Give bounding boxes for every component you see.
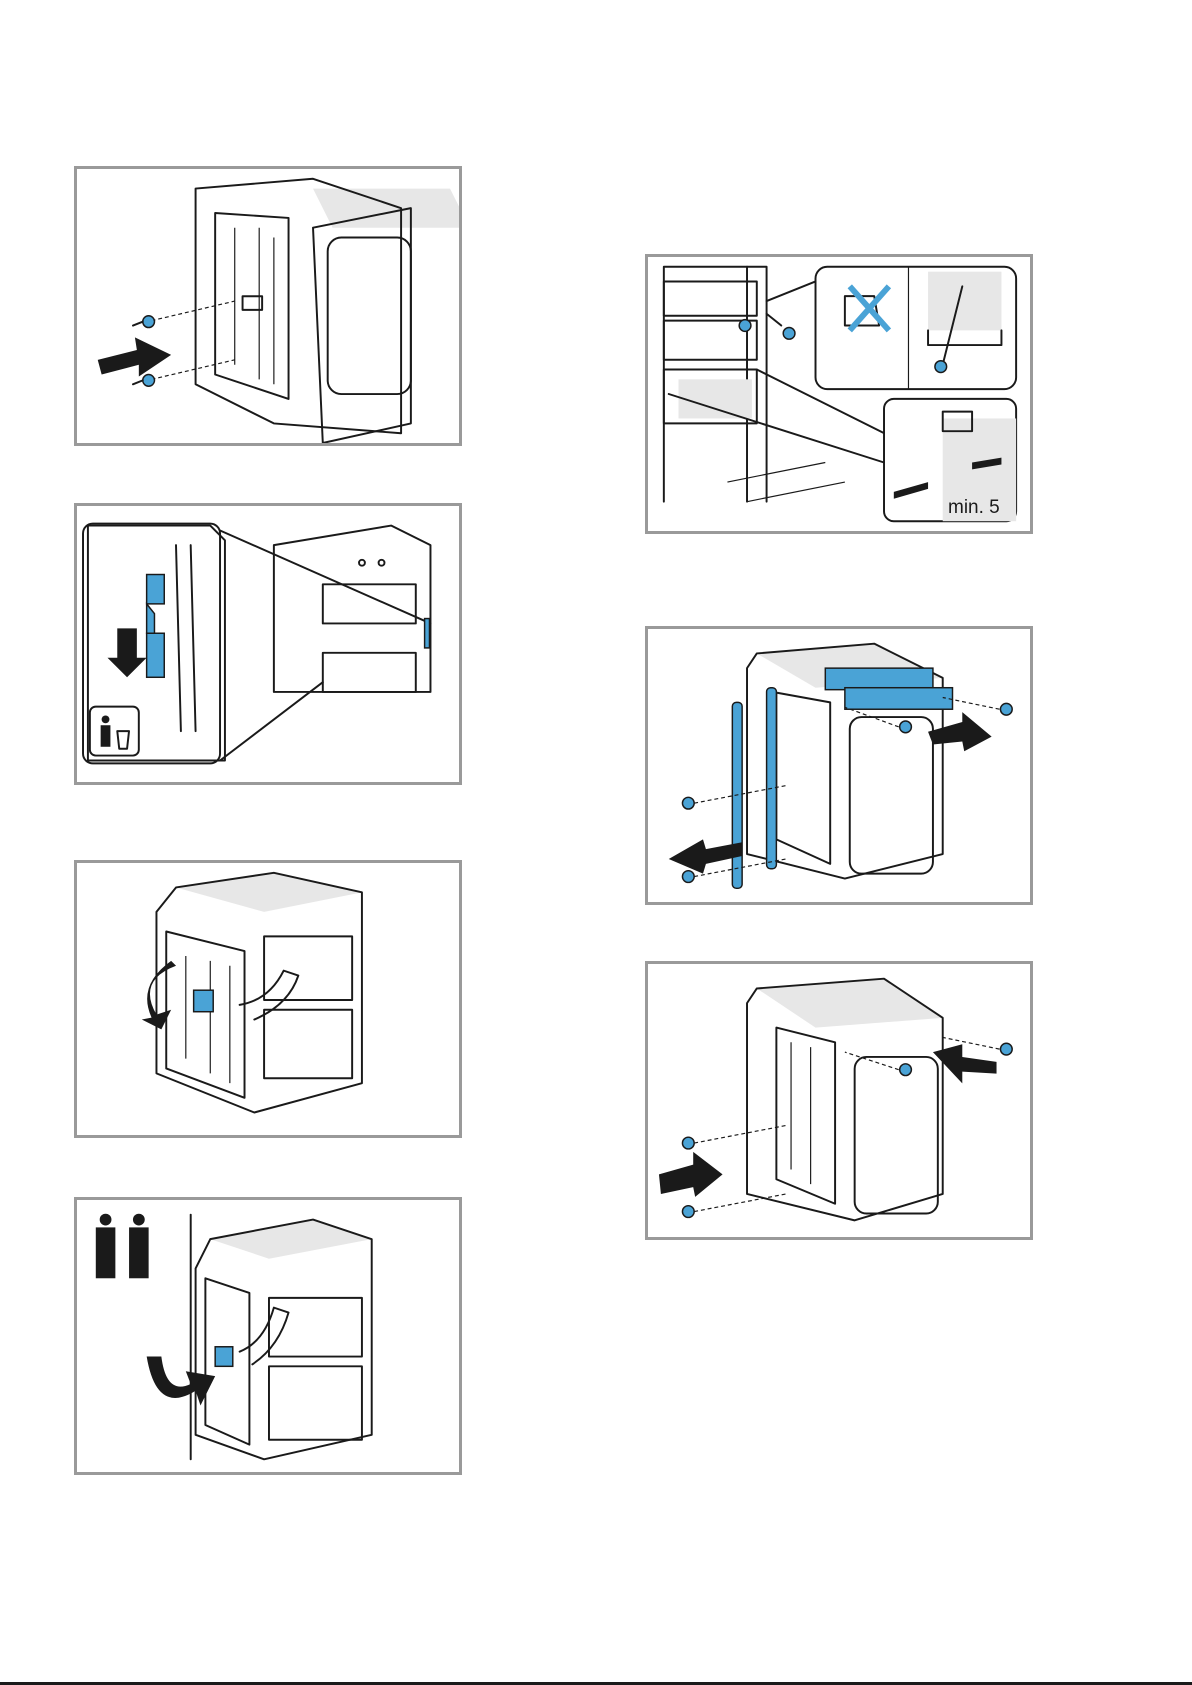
no-drill-icon [845, 286, 889, 330]
strip-removal-illustration [648, 629, 1030, 902]
figure-refit-screws [645, 961, 1033, 1240]
down-arrow-icon [107, 628, 146, 677]
gap-arrow-icon [894, 482, 928, 499]
figure-remove-strips [645, 626, 1033, 905]
min-gap-label: min. 5 [948, 497, 1000, 519]
fixing-illustration [648, 257, 1030, 531]
figure-two-persons-install [74, 1197, 462, 1475]
pull-arrow-icon [669, 839, 742, 873]
push-arrow-icon [98, 337, 171, 376]
refit-illustration [648, 964, 1030, 1237]
screw-icon [133, 316, 155, 328]
dispose-bin-icon [90, 707, 139, 756]
push-arrow-icon [659, 1152, 723, 1197]
figure-remove-side-screws [74, 166, 462, 446]
pull-arrow-icon [928, 712, 992, 751]
figure-open-latch [74, 860, 462, 1138]
two-persons-icon [96, 1214, 149, 1279]
figure-remove-spacer [74, 503, 462, 785]
oven-side-illustration [77, 169, 459, 443]
latch-illustration [77, 863, 459, 1135]
two-person-illustration [77, 1200, 459, 1472]
spacer-removal-illustration [77, 506, 459, 782]
figure-fix-screw-gap: min. 5 [645, 254, 1033, 534]
rotate-arrow-icon [142, 961, 176, 1029]
screw-icon [133, 375, 155, 387]
